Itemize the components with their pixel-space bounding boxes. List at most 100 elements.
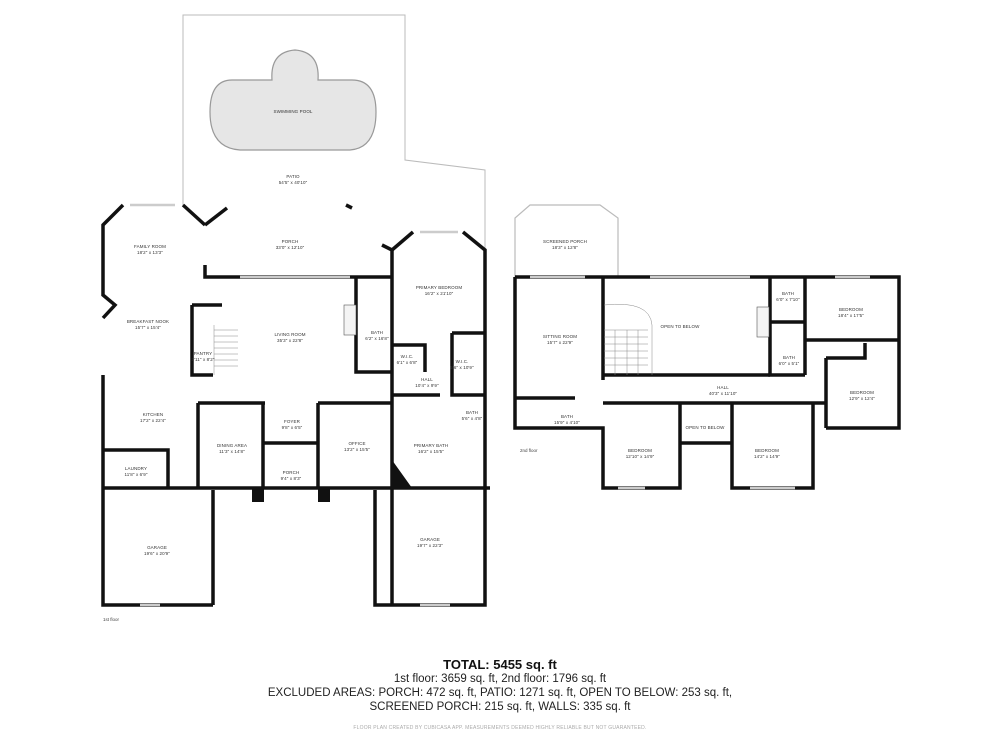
excluded-areas-line-2: SCREENED PORCH: 215 sq. ft, WALLS: 335 s… (369, 701, 631, 713)
room-dimensions: 14'2" x 14'9" (754, 454, 780, 459)
windows (130, 203, 458, 607)
room-dimensions: 3'11" x 8'2" (191, 357, 215, 362)
room-name: Open to Below (685, 425, 725, 430)
room-label: Garage19'7" x 22'3" (417, 537, 443, 549)
room-label: Bedroom12'9" x 12'4" (849, 390, 875, 402)
disclaimer: Floor plan created by CubiCasa App. Meas… (353, 725, 647, 731)
room-label: Bedroom12'10" x 14'9" (626, 448, 655, 460)
room-name: Porch (282, 470, 300, 475)
room-label: Open to Below (686, 425, 725, 431)
room-dimensions: 19'7" x 22'3" (417, 543, 443, 548)
room-name: Primary Bedroom (415, 285, 463, 290)
room-name: Patio (286, 174, 300, 179)
floor-1-label: 1st floor (103, 617, 120, 622)
room-name: Sitting Room (542, 334, 578, 339)
room-name: Hall (717, 385, 729, 390)
floor-2-label: 2nd floor (520, 448, 538, 453)
room-name: Bedroom (850, 390, 874, 395)
room-dimensions: 6'0" x 5'1" (778, 361, 800, 366)
room-name: Garage (147, 545, 167, 550)
room-label: Bath6'0" x 7'10" (776, 291, 799, 303)
room-name: Family Room (134, 244, 166, 249)
room-dimensions: 5'6" x 4'8" (461, 416, 483, 421)
room-name: Bath (465, 410, 479, 415)
room-dimensions: 6'0" x 7'10" (776, 297, 800, 302)
room-dimensions: 10'4" x 9'9" (415, 383, 439, 388)
room-dimensions: 17'2" x 22'4" (140, 418, 166, 423)
room-dimensions: 18'2" x 13'3" (137, 250, 163, 255)
room-label: Primary Bedroom16'2" x 21'10" (416, 285, 462, 297)
room-name: Open to Below (660, 324, 700, 329)
windows-2nd (530, 275, 870, 490)
room-dimensions: 54'5" x 40'10" (278, 180, 308, 185)
patio-boundary (182, 14, 486, 250)
column (318, 488, 330, 502)
room-name: Bath (560, 414, 574, 419)
room-dimensions: 6'1" x 6'8" (396, 360, 418, 365)
room-label: Bath6'2" x 16'8" (365, 330, 388, 342)
room-label: Bedroom14'2" x 14'9" (754, 448, 780, 460)
room-name: Bath (370, 330, 384, 335)
room-name: Living Room (274, 332, 306, 337)
room-name: Swimming Pool (273, 109, 313, 114)
room-name: Dining Area (216, 443, 248, 448)
room-label: Swimming Pool (273, 109, 312, 115)
room-label: Hall10'4" x 9'9" (415, 377, 438, 389)
room-dimensions: 11'8" x 6'9" (124, 472, 148, 477)
stairs-2nd (603, 304, 653, 375)
room-label: Pantry3'11" x 8'2" (191, 351, 214, 363)
room-dimensions: 33'0" x 12'10" (275, 245, 305, 250)
room-name: Breakfast Nook (126, 319, 170, 324)
room-name: Office (348, 441, 366, 446)
floor-areas: 1st floor: 3659 sq. ft, 2nd floor: 1796 … (393, 673, 607, 685)
room-label: Open to Below (661, 324, 700, 330)
column (252, 488, 264, 502)
room-name: Bath (782, 355, 796, 360)
room-name: W.I.C. (455, 359, 469, 364)
room-label: Bath6'0" x 5'1" (779, 355, 800, 367)
room-dimensions: 9'8" x 6'5" (281, 425, 303, 430)
room-dimensions: 11'3" x 14'8" (219, 449, 245, 454)
room-dimensions: 15'9" x 4'10" (554, 420, 580, 425)
room-label: W.I.C.6'1" x 6'8" (397, 354, 418, 366)
room-dimensions: 18'4" x 17'5" (838, 313, 864, 318)
room-name: Porch (281, 239, 299, 244)
room-name: Bath (781, 291, 795, 296)
room-dimensions: 15'7" x 15'4" (135, 325, 161, 330)
fireplace-1st (343, 304, 357, 336)
room-label: Porch33'0" x 12'10" (276, 239, 305, 251)
room-dimensions: 18'3" x 12'8" (552, 245, 578, 250)
room-label: W.I.C.5'6" x 10'9" (450, 359, 473, 371)
screened-porch-boundary (514, 204, 619, 277)
room-dimensions: 16'2" x 15'5" (418, 449, 444, 454)
room-dimensions: 6'2" x 16'8" (365, 336, 389, 341)
room-dimensions: 5'6" x 10'9" (450, 365, 474, 370)
excluded-areas-line-1: EXCLUDED AREAS: PORCH: 472 sq. ft, PATIO… (267, 687, 733, 699)
swimming-pool-shape (209, 49, 377, 151)
room-name: Garage (420, 537, 440, 542)
room-label: Sitting Room15'7" x 22'9" (543, 334, 577, 346)
room-label: Garage19'6" x 20'9" (144, 545, 170, 557)
room-name: Bedroom (839, 307, 863, 312)
room-label: Primary Bath16'2" x 15'5" (414, 443, 448, 455)
room-dimensions: 35'3" x 22'8" (277, 338, 303, 343)
room-name: Screened Porch (543, 239, 587, 244)
room-name: Pantry (193, 351, 213, 356)
room-name: Bedroom (628, 448, 652, 453)
room-dimensions: 9'4" x 8'3" (280, 476, 302, 481)
room-name: Kitchen (142, 412, 164, 417)
room-label: Living Room35'3" x 22'8" (274, 332, 305, 344)
stairs-1st (213, 325, 238, 375)
room-dimensions: 12'10" x 14'9" (625, 454, 655, 459)
floor1-walls (101, 203, 490, 607)
room-name: Hall (421, 377, 433, 382)
total-area: TOTAL: 5455 sq. ft (443, 657, 557, 672)
room-label: Laundry11'8" x 6'9" (124, 466, 147, 478)
room-label: Family Room18'2" x 13'3" (134, 244, 166, 256)
room-name: Bedroom (755, 448, 779, 453)
room-label: Screened Porch18'3" x 12'8" (543, 239, 587, 251)
room-name: W.I.C. (400, 354, 414, 359)
room-label: Breakfast Nook15'7" x 15'4" (127, 319, 169, 331)
room-label: Bedroom18'4" x 17'5" (838, 307, 864, 319)
